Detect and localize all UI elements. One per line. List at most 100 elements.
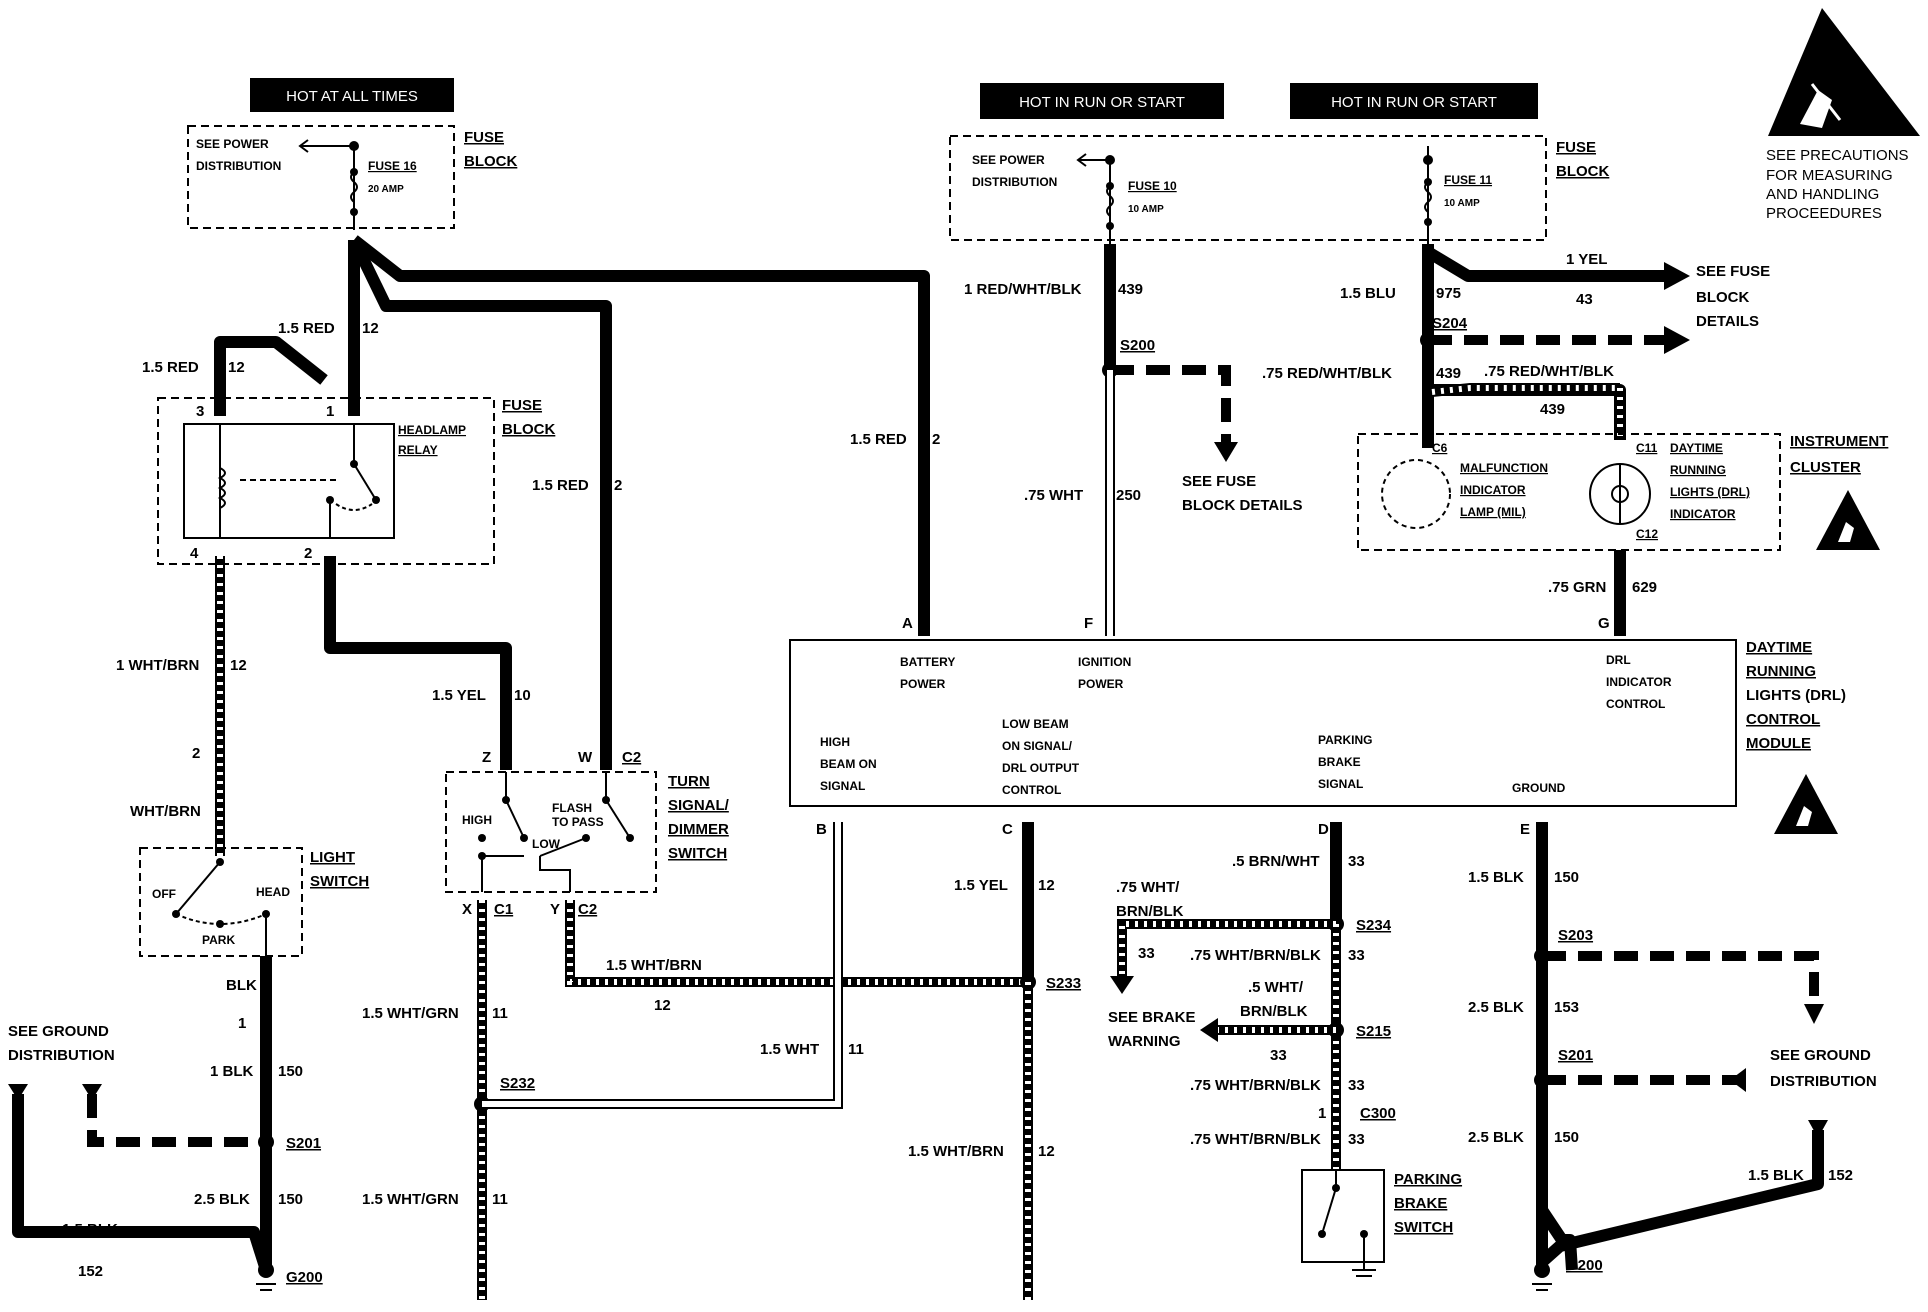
module-pin-c: C <box>1002 821 1013 838</box>
wire-label-blk-153: 2.5 BLK <box>1468 999 1524 1016</box>
wire-label-whtbrn: WHT/BRN <box>130 803 201 820</box>
wire-num-yel-12: 12 <box>1038 877 1055 894</box>
wire-num-150c: 150 <box>1554 869 1579 886</box>
see-fuse-text-3: SEE FUSE <box>1696 263 1770 280</box>
module-pin-b: B <box>816 821 827 838</box>
ground-g200-left: G200 <box>286 1269 323 1286</box>
see-power-text-2: SEE POWER <box>972 153 1045 167</box>
ts-flash-1: FLASH <box>552 801 592 815</box>
wire-num-11c: 11 <box>848 1041 864 1058</box>
wire-num-975: 975 <box>1436 285 1461 302</box>
light-switch-title-1: LIGHT <box>310 849 355 866</box>
wire-num-2a: 2 <box>932 431 940 448</box>
wire-label-wbb-33f: .75 WHT/BRN/BLK <box>1190 1131 1321 1148</box>
ts-title-4: SWITCH <box>668 845 727 862</box>
drl-ind-label-2: RUNNING <box>1670 463 1726 477</box>
module-drl-3: CONTROL <box>1606 697 1665 711</box>
mil-label-2: INDICATOR <box>1460 483 1526 497</box>
drl-ind-label-4: INDICATOR <box>1670 507 1736 521</box>
wire-label-yel-10: 1.5 YEL <box>432 687 486 704</box>
fuse-11-symbol <box>1424 181 1432 213</box>
wire-num-12c: 12 <box>654 997 671 1014</box>
module-hb-1: HIGH <box>820 735 850 749</box>
relay-pin-2: 2 <box>304 545 312 562</box>
cluster-conn-c6: C6 <box>1432 441 1448 455</box>
banner-hot-all-text: HOT AT ALL TIMES <box>286 88 418 105</box>
module-drl-1: DRL <box>1606 653 1631 667</box>
wire-num-150b: 150 <box>278 1191 303 1208</box>
module-title-3: LIGHTS (DRL) <box>1746 687 1846 704</box>
wire-label-red-12b: 1.5 RED <box>142 359 199 376</box>
splice-s204: S204 <box>1432 315 1468 332</box>
module-lb-2: ON SIGNAL/ <box>1002 739 1073 753</box>
banner-hot-all-times <box>250 78 454 112</box>
module-ignition-2: POWER <box>1078 677 1124 691</box>
see-ground-text-4: DISTRIBUTION <box>1770 1073 1877 1090</box>
module-lb-1: LOW BEAM <box>1002 717 1069 731</box>
see-brake-text-1: SEE BRAKE <box>1108 1009 1196 1026</box>
wire-label-wbb-33d-1: .5 WHT/ <box>1248 979 1304 996</box>
wire-num-33a: 33 <box>1348 853 1365 870</box>
splice-s201-left: S201 <box>286 1135 321 1152</box>
fuse-11-label: FUSE 11 <box>1444 173 1492 187</box>
wire-num-10: 10 <box>514 687 531 704</box>
module-pb-3: SIGNAL <box>1318 777 1363 791</box>
cluster-conn-c12: C12 <box>1636 527 1658 541</box>
wire-num-11a: 11 <box>492 1005 508 1022</box>
connector-1: 1 <box>238 1015 246 1032</box>
wire-label-yel-12: 1.5 YEL <box>954 877 1008 894</box>
wire-label-blk-150b: 2.5 BLK <box>194 1191 250 1208</box>
relay-pin-1: 1 <box>326 403 334 420</box>
module-title-5: MODULE <box>1746 735 1811 752</box>
wire-label-wbb-33a-2: BRN/BLK <box>1116 903 1184 920</box>
mil-label-3: LAMP (MIL) <box>1460 505 1526 519</box>
wire-num-150d: 150 <box>1554 1129 1579 1146</box>
ts-pin-w: W <box>578 749 593 766</box>
ground-symbol-right <box>1532 1283 1552 1291</box>
parking-brake-switch <box>1301 1169 1385 1263</box>
light-switch-off: OFF <box>152 887 176 901</box>
module-ignition-1: IGNITION <box>1078 655 1131 669</box>
light-switch-title-2: SWITCH <box>310 873 369 890</box>
wire-num-2b: 2 <box>614 477 622 494</box>
fuse-11-amp: 10 AMP <box>1444 198 1480 209</box>
cluster-conn-c11: C11 <box>1636 441 1658 455</box>
distribution-text: DISTRIBUTION <box>196 159 281 173</box>
see-fuse-text-5: DETAILS <box>1696 313 1759 330</box>
see-power-text: SEE POWER <box>196 137 269 151</box>
headlamp-relay-label-1: HEADLAMP <box>398 423 466 437</box>
fuse-10-symbol <box>1106 185 1114 217</box>
wire-label-whtgrn-11a: 1.5 WHT/GRN <box>362 1005 459 1022</box>
module-pin-d: D <box>1318 821 1329 838</box>
pb-switch-title-1: PARKING <box>1394 1171 1462 1188</box>
wire-label-red-2b: 1.5 RED <box>532 477 589 494</box>
wire-label-rwb-439a: .75 RED/WHT/BLK <box>1262 365 1392 382</box>
pb-switch-title-3: SWITCH <box>1394 1219 1453 1236</box>
ts-title-1: TURN <box>668 773 710 790</box>
ts-title-2: SIGNAL/ <box>668 797 730 814</box>
precautions-text-1: SEE PRECAUTIONS <box>1766 147 1909 164</box>
light-switch-head: HEAD <box>256 885 290 899</box>
relay-pin-4: 4 <box>190 545 199 562</box>
banner-hot-run-2-text: HOT IN RUN OR START <box>1331 94 1497 111</box>
splice-s233: S233 <box>1046 975 1081 992</box>
wire-label-brnwht-33: .5 BRN/WHT <box>1232 853 1320 870</box>
see-fuse-text-2: BLOCK DETAILS <box>1182 497 1303 514</box>
module-pb-1: PARKING <box>1318 733 1372 747</box>
splice-s215: S215 <box>1356 1023 1391 1040</box>
module-battery-2: POWER <box>900 677 946 691</box>
ts-pin-x: X <box>462 901 472 918</box>
wire-label-blk-150c: 1.5 BLK <box>1468 869 1524 886</box>
ts-pin-z: Z <box>482 749 491 766</box>
wire-label-wbb-33a-1: .75 WHT/ <box>1116 879 1180 896</box>
module-hb-2: BEAM ON <box>820 757 877 771</box>
ts-pin-y: Y <box>550 901 560 918</box>
precautions-text-3: AND HANDLING <box>1766 186 1879 203</box>
wire-label-blk-152: 1.5 BLK <box>62 1221 118 1238</box>
wire-num-153: 153 <box>1554 999 1579 1016</box>
wire-num-439b: 439 <box>1540 401 1565 418</box>
wire-num-152b: 152 <box>1828 1167 1853 1184</box>
banner-hot-run-2 <box>1290 83 1538 119</box>
module-lb-3: DRL OUTPUT <box>1002 761 1080 775</box>
